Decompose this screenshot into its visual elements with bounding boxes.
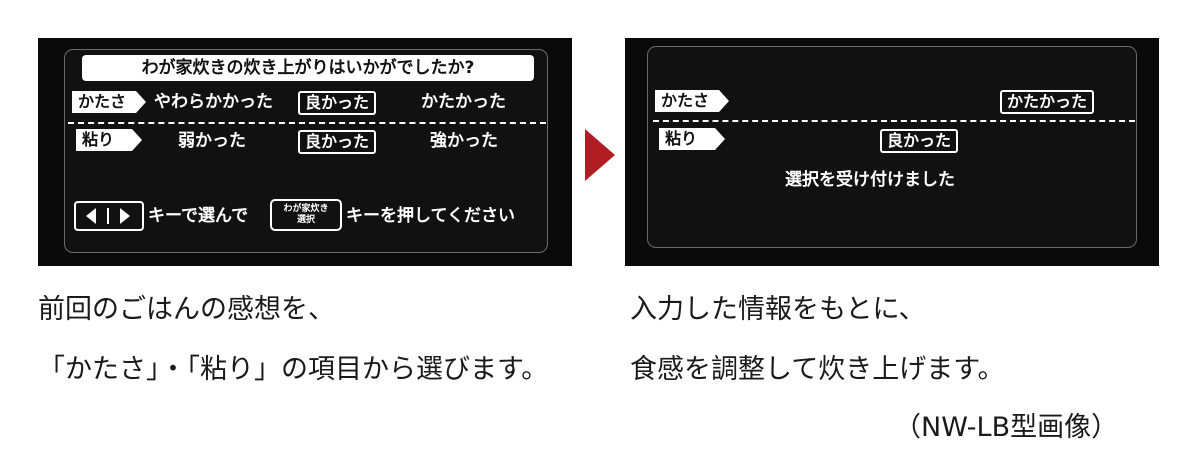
nebari-option-strong[interactable]: 強かった — [430, 131, 498, 151]
question-title: わが家炊きの炊き上がりはいかがでしたか? — [82, 55, 534, 81]
nebari-option-weak[interactable]: 弱かった — [178, 131, 246, 151]
row-divider — [68, 122, 546, 124]
left-arrow-icon — [86, 208, 96, 224]
katasa-tag: かたさ — [72, 91, 136, 113]
nebari-tag-arrow — [715, 128, 725, 150]
left-right-keys[interactable] — [74, 201, 144, 231]
confirmation-message: 選択を受け付けました — [785, 170, 955, 190]
right-caption-line1: 入力した情報をもとに、 — [630, 294, 926, 325]
katasa-tag-arrow — [719, 90, 729, 112]
left-caption-line1: 前回のごはんの感想を、 — [38, 294, 335, 325]
key-separator — [107, 208, 109, 224]
left-caption-line2: 「かたさ」・「粘り」の項目から選びます。 — [38, 354, 549, 385]
katasa-option-soft[interactable]: やわらかかった — [154, 92, 273, 112]
instruction-press: キーを押してください — [346, 206, 515, 226]
right-arrow-icon — [120, 208, 130, 224]
katasa-option-good[interactable]: 良かった — [298, 91, 377, 115]
feedback-screen: わが家炊きの炊き上がりはいかがでしたか? かたさ やわらかかった 良かった かた… — [38, 38, 572, 266]
screen-frame — [64, 49, 548, 253]
wagaya-button-line1: わが家炊き — [283, 204, 329, 214]
katasa-selected: かたかった — [1000, 90, 1095, 114]
katasa-tag: かたさ — [655, 90, 719, 112]
nebari-selected: 良かった — [880, 129, 959, 153]
nebari-tag-arrow — [132, 129, 142, 151]
right-caption-line2: 食感を調整して炊き上げます。 — [630, 354, 1005, 385]
nebari-option-good[interactable]: 良かった — [298, 130, 377, 154]
wagaya-select-button[interactable]: わが家炊き 選択 — [270, 199, 342, 231]
row-divider — [653, 120, 1135, 122]
wagaya-button-line2: 選択 — [296, 215, 315, 225]
confirmation-screen: かたさ かたかった 粘り 良かった 選択を受け付けました — [625, 38, 1159, 266]
nebari-tag: 粘り — [76, 129, 132, 151]
katasa-option-hard[interactable]: かたかった — [421, 92, 506, 112]
next-arrow-icon — [585, 129, 615, 181]
instruction-select: キーで選んで — [148, 206, 249, 226]
model-note: （NW-LB型画像） — [894, 412, 1119, 443]
screen-frame — [647, 46, 1137, 248]
nebari-tag: 粘り — [659, 128, 715, 150]
katasa-tag-arrow — [136, 91, 146, 113]
